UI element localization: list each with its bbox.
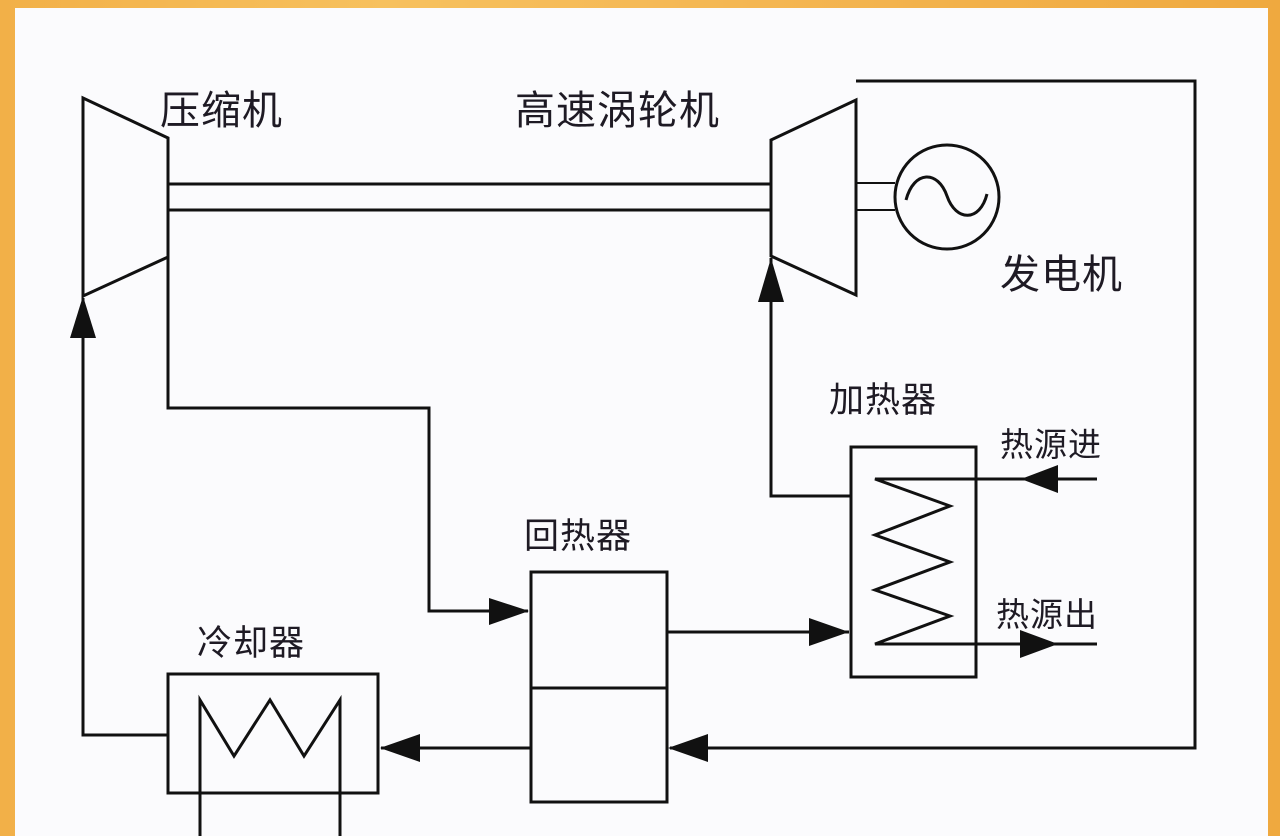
generator-label: 发电机 bbox=[1000, 252, 1123, 298]
arrow-heat-source-out bbox=[1020, 630, 1058, 658]
flow-turbine-to-recuperator bbox=[670, 79, 1197, 750]
cooler-box bbox=[166, 672, 380, 795]
flow-heater-to-turbine bbox=[769, 258, 851, 498]
arrow-into-recuperator-bottom bbox=[668, 734, 708, 762]
turbine-symbol bbox=[769, 97, 858, 298]
arrow-into-cooler bbox=[380, 734, 420, 762]
ac-wave-icon bbox=[904, 175, 989, 217]
diagram-panel bbox=[15, 8, 1268, 836]
arrow-into-turbine bbox=[758, 258, 784, 302]
arrow-into-recuperator-top bbox=[489, 598, 529, 625]
flow-compressor-to-recuperator bbox=[166, 257, 528, 613]
heater-label: 加热器 bbox=[829, 381, 938, 421]
heat-source-in-label: 热源进 bbox=[1000, 425, 1102, 464]
arrow-heat-source-in bbox=[1021, 465, 1058, 493]
heat-source-out-label: 热源出 bbox=[996, 595, 1098, 634]
heater-coil bbox=[870, 477, 1097, 646]
cooler-label: 冷却器 bbox=[197, 624, 306, 664]
arrow-into-compressor bbox=[70, 296, 96, 338]
recuperator-label: 回热器 bbox=[524, 517, 633, 557]
arrow-into-heater bbox=[809, 618, 849, 646]
cooler-coil bbox=[198, 694, 342, 836]
generator-symbol bbox=[893, 143, 1001, 251]
compressor-symbol bbox=[81, 95, 170, 299]
compressor-label: 压缩机 bbox=[160, 88, 283, 134]
turbine-label: 高速涡轮机 bbox=[515, 88, 720, 134]
heater-box bbox=[849, 445, 978, 679]
flow-cooler-to-compressor bbox=[81, 298, 168, 737]
